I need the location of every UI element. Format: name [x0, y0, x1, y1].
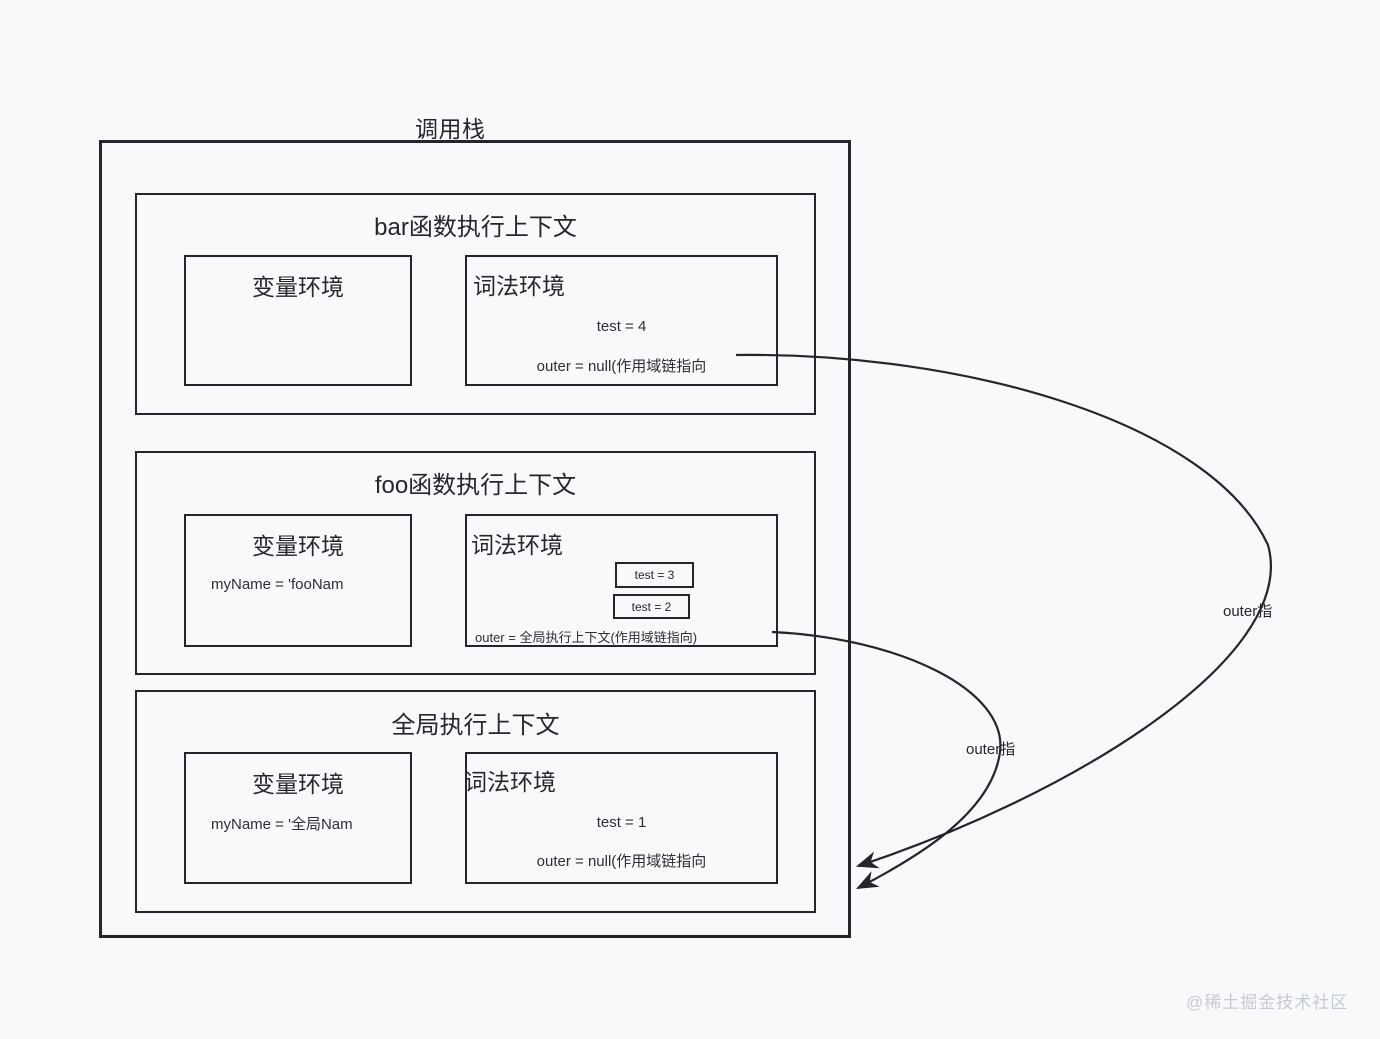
lexical-entry-test: test = 1	[596, 814, 647, 831]
variable-entry-myname: myName = 'fooNam	[211, 576, 344, 593]
variable-environment-title: 变量环境	[252, 274, 344, 300]
variable-environment-global: 变量环境 myName = '全局Nam	[184, 752, 412, 884]
lexical-entry-outer: outer = null(作用域链指向	[536, 853, 707, 870]
lexical-environment-global: 词法环境 test = 1 outer = null(作用域链指向	[464, 752, 778, 884]
execution-context-foo: foo函数执行上下文 变量环境 myName = 'fooNam 词法环境 te…	[135, 451, 816, 675]
lexical-environment-title: 词法环境	[464, 769, 556, 795]
variable-environment-title: 变量环境	[252, 533, 344, 559]
lexical-environment-title: 词法环境	[473, 273, 565, 299]
arrow-label-foo-outer: outer指	[966, 741, 1016, 758]
watermark: @稀土掘金技术社区	[1186, 993, 1349, 1012]
execution-context-bar: bar函数执行上下文 变量环境 词法环境 test = 4 outer = nu…	[135, 193, 816, 415]
context-title-foo: foo函数执行上下文	[374, 472, 577, 499]
call-stack-title: 调用栈	[415, 116, 486, 142]
lexical-entry-outer: outer = 全局执行上下文(作用域链指向)	[475, 630, 698, 645]
variable-entry-myname: myName = '全局Nam	[211, 816, 353, 833]
lexical-environment-foo: 词法环境 test = 3 test = 2 outer = 全局执行上下文(作…	[465, 514, 778, 647]
lexical-boxed-entry-test-3: test = 3	[615, 562, 694, 588]
context-title-global: 全局执行上下文	[391, 712, 560, 739]
lexical-boxed-entry-test-2: test = 2	[613, 594, 690, 619]
lexical-environment-bar: 词法环境 test = 4 outer = null(作用域链指向	[465, 255, 778, 386]
variable-environment-bar: 变量环境	[184, 255, 412, 386]
variable-environment-foo: 变量环境 myName = 'fooNam	[184, 514, 412, 647]
lexical-environment-title: 词法环境	[471, 532, 563, 558]
arrow-label-bar-outer: outer指	[1223, 603, 1273, 620]
execution-context-global: 全局执行上下文 变量环境 myName = '全局Nam 词法环境 test =…	[135, 690, 816, 913]
context-title-bar: bar函数执行上下文	[374, 214, 577, 241]
variable-environment-title: 变量环境	[252, 771, 344, 797]
lexical-entry-test: test = 4	[596, 318, 647, 335]
lexical-entry-outer: outer = null(作用域链指向	[536, 358, 707, 375]
